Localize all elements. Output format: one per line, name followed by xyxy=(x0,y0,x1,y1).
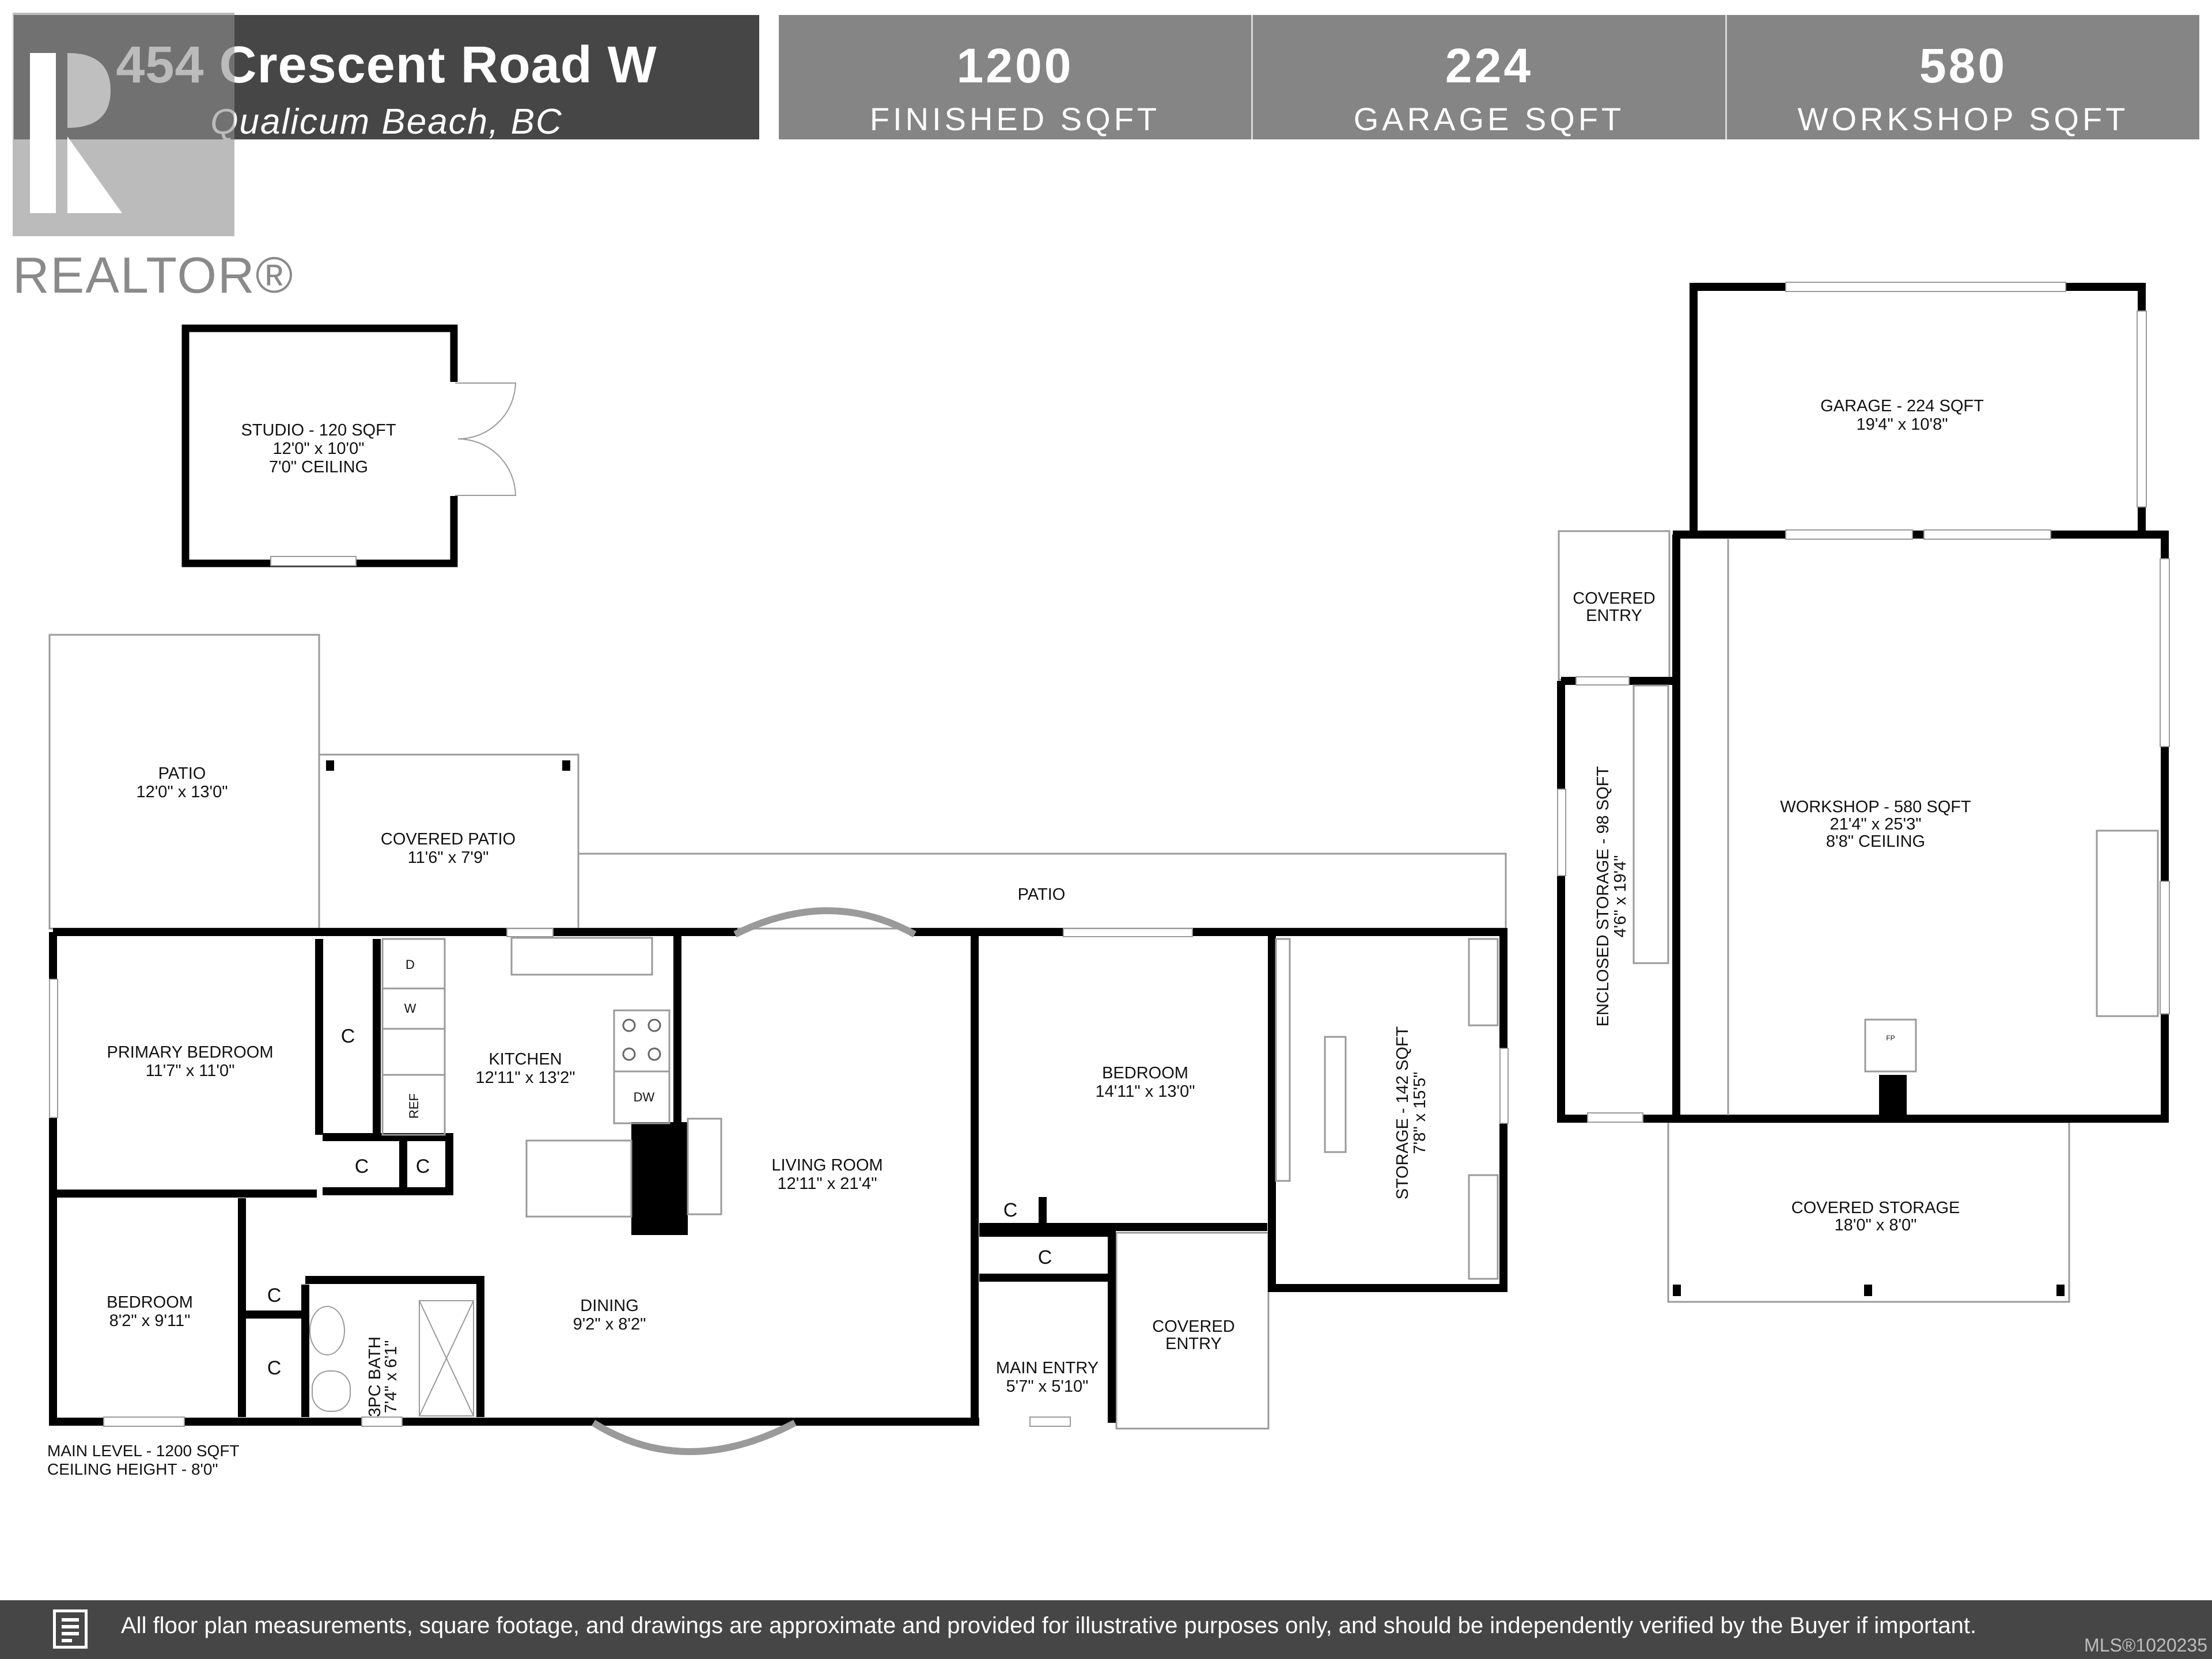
stat-value: 224 xyxy=(1445,39,1533,93)
bath-dims: 7'4" x 6'1" xyxy=(382,1340,400,1414)
bedroom-west-dims: 8'2" x 9'11" xyxy=(109,1312,191,1330)
patio-top-label: PATIO xyxy=(1018,885,1066,904)
dining-label: DINING xyxy=(580,1297,639,1315)
covered-storage-label: COVERED STORAGE xyxy=(1791,1199,1960,1217)
workshop-label: WORKSHOP - 580 SQFT xyxy=(1780,798,1971,816)
main-entry-label: MAIN ENTRY xyxy=(996,1359,1099,1377)
covered-entry-ws-line2: ENTRY xyxy=(1586,607,1642,625)
primary-bedroom-dims: 11'7" x 11'0" xyxy=(146,1062,235,1080)
mls-number: MLS®1020235 xyxy=(2084,1635,2207,1656)
closet-label: C xyxy=(355,1156,369,1177)
covered-patio-dims: 11'6" x 7'9" xyxy=(408,849,489,867)
stat-value: 580 xyxy=(1919,39,2008,93)
covered-patio-label: COVERED PATIO xyxy=(381,830,516,849)
stat-label: WORKSHOP SQFT xyxy=(1797,101,2129,137)
document-icon xyxy=(53,1609,88,1649)
closet-label: C xyxy=(341,1025,355,1047)
city-province: Qualicum Beach, BC xyxy=(210,102,563,142)
bedroom-east-dims: 14'11" x 13'0" xyxy=(1095,1082,1195,1101)
kitchen-dims: 12'11" x 13'2" xyxy=(475,1069,575,1087)
stat-finished: 1200 FINISHED SQFT xyxy=(779,15,1251,139)
enclosed-storage-label: ENCLOSED STORAGE - 98 SQFT xyxy=(1594,766,1612,1027)
kitchen-label: KITCHEN xyxy=(488,1050,562,1069)
disclaimer-text: All floor plan measurements, square foot… xyxy=(121,1613,1977,1638)
dining-dims: 9'2" x 8'2" xyxy=(573,1315,646,1334)
stat-value: 1200 xyxy=(956,39,1074,93)
closet-label: C xyxy=(416,1156,430,1177)
covered-entry-main-line1: COVERED xyxy=(1152,1317,1234,1336)
workshop-ceiling: 8'8" CEILING xyxy=(1826,832,1925,851)
covered-entry-main-line2: ENTRY xyxy=(1165,1335,1222,1353)
dryer-label: D xyxy=(406,957,415,972)
garage-label: GARAGE - 224 SQFT xyxy=(1820,397,1984,415)
bedroom-east-label: BEDROOM xyxy=(1102,1064,1188,1082)
patio-left-label: PATIO xyxy=(158,764,206,783)
storage-label: STORAGE - 142 SQFT xyxy=(1393,1026,1412,1199)
stat-label: GARAGE SQFT xyxy=(1353,101,1625,137)
main-entry-dims: 5'7" x 5'10" xyxy=(1006,1377,1089,1396)
level-note-line2: CEILING HEIGHT - 8'0" xyxy=(47,1460,218,1478)
washer-label: W xyxy=(404,1001,416,1016)
stat-workshop: 580 WORKSHOP SQFT xyxy=(1725,15,2199,139)
studio-building xyxy=(181,324,517,567)
disclaimer-footer: All floor plan measurements, square foot… xyxy=(0,1600,2212,1659)
garage-dims: 19'4" x 10'8" xyxy=(1856,415,1948,434)
covered-entry-main-outline xyxy=(1115,1232,1270,1430)
bedroom-west-label: BEDROOM xyxy=(107,1293,193,1312)
workshop-dims: 21'4" x 25'3" xyxy=(1830,815,1921,834)
studio-label: STUDIO - 120 SQFT xyxy=(241,421,396,440)
living-room-label: LIVING ROOM xyxy=(771,1156,882,1175)
closet-label: C xyxy=(267,1357,282,1379)
primary-bedroom-label: PRIMARY BEDROOM xyxy=(107,1043,274,1062)
stat-garage: 224 GARAGE SQFT xyxy=(1251,15,1725,139)
patio-left-dims: 12'0" x 13'0" xyxy=(136,783,228,801)
closet-label: C xyxy=(267,1285,282,1306)
studio-ceiling: 7'0" CEILING xyxy=(269,458,368,476)
closet-label: C xyxy=(1003,1199,1018,1221)
stat-label: FINISHED SQFT xyxy=(869,101,1161,137)
studio-dims: 12'0" x 10'0" xyxy=(272,440,364,458)
enclosed-storage-dims: 4'6" x 19'4" xyxy=(1611,855,1630,938)
living-room-dims: 12'11" x 21'4" xyxy=(777,1175,877,1193)
closet-label: C xyxy=(1038,1247,1052,1268)
covered-entry-ws-line1: COVERED xyxy=(1573,589,1655,608)
storage-dims: 7'8" x 15'5" xyxy=(1411,1072,1429,1154)
sqft-stats-banner: 1200 FINISHED SQFT 224 GARAGE SQFT 580 W… xyxy=(779,15,2199,139)
level-note-line1: MAIN LEVEL - 1200 SQFT xyxy=(47,1442,240,1460)
covered-storage-dims: 18'0" x 8'0" xyxy=(1835,1216,1917,1234)
dishwasher-label: DW xyxy=(634,1090,655,1104)
bath-label: 3PC BATH xyxy=(366,1336,384,1417)
fridge-label: REF xyxy=(407,1093,421,1119)
fireplace-label: FP xyxy=(1886,1034,1895,1042)
